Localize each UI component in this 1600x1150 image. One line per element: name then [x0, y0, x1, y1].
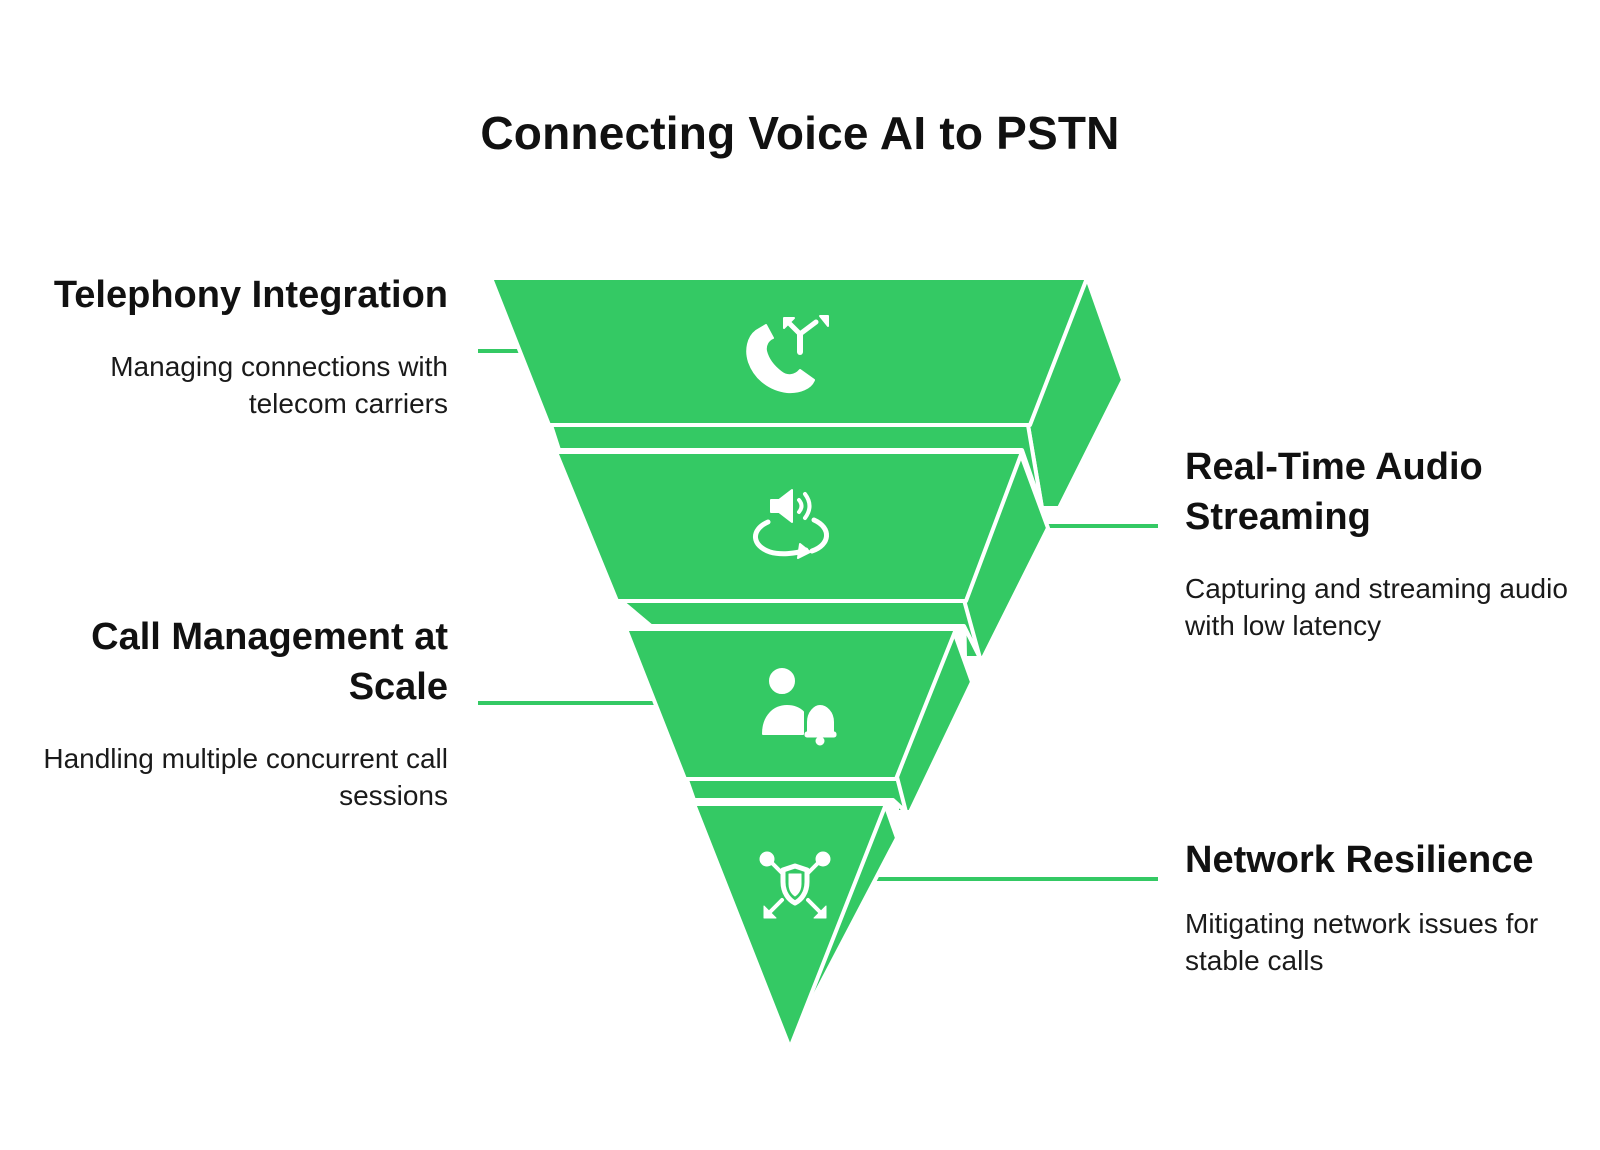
- streaming-title: Real-Time Audio Streaming: [1185, 446, 1483, 538]
- streaming-description: Capturing and streaming audio with low l…: [1185, 573, 1568, 641]
- callmgmt-description: Handling multiple concurrent call sessio…: [43, 743, 448, 811]
- layer-streaming[interactable]: [554, 450, 1024, 603]
- user-notification-icon: [762, 668, 837, 746]
- layer-callmgmt[interactable]: [624, 627, 958, 781]
- shield-network-icon: [759, 851, 831, 919]
- telephony-title: Telephony Integration: [53, 274, 448, 316]
- layer-network[interactable]: [692, 802, 888, 1050]
- audio-sync-icon: [753, 489, 829, 559]
- phone-call-split-icon: [746, 315, 829, 394]
- telephony-description: Managing connections with telecom carrie…: [110, 351, 448, 419]
- label-telephony: Telephony Integration Managing connectio…: [28, 270, 448, 422]
- callmgmt-title: Call Management at Scale: [91, 616, 448, 708]
- label-callmgmt: Call Management at Scale Handling multip…: [28, 612, 448, 814]
- label-network: Network Resilience Mitigating network is…: [1185, 835, 1595, 979]
- network-description: Mitigating network issues for stable cal…: [1185, 908, 1539, 976]
- layer-telephony[interactable]: [489, 276, 1089, 427]
- label-streaming: Real-Time Audio Streaming Capturing and …: [1185, 442, 1595, 644]
- network-title: Network Resilience: [1185, 839, 1534, 881]
- diagram-title: Connecting Voice AI to PSTN: [480, 107, 1120, 159]
